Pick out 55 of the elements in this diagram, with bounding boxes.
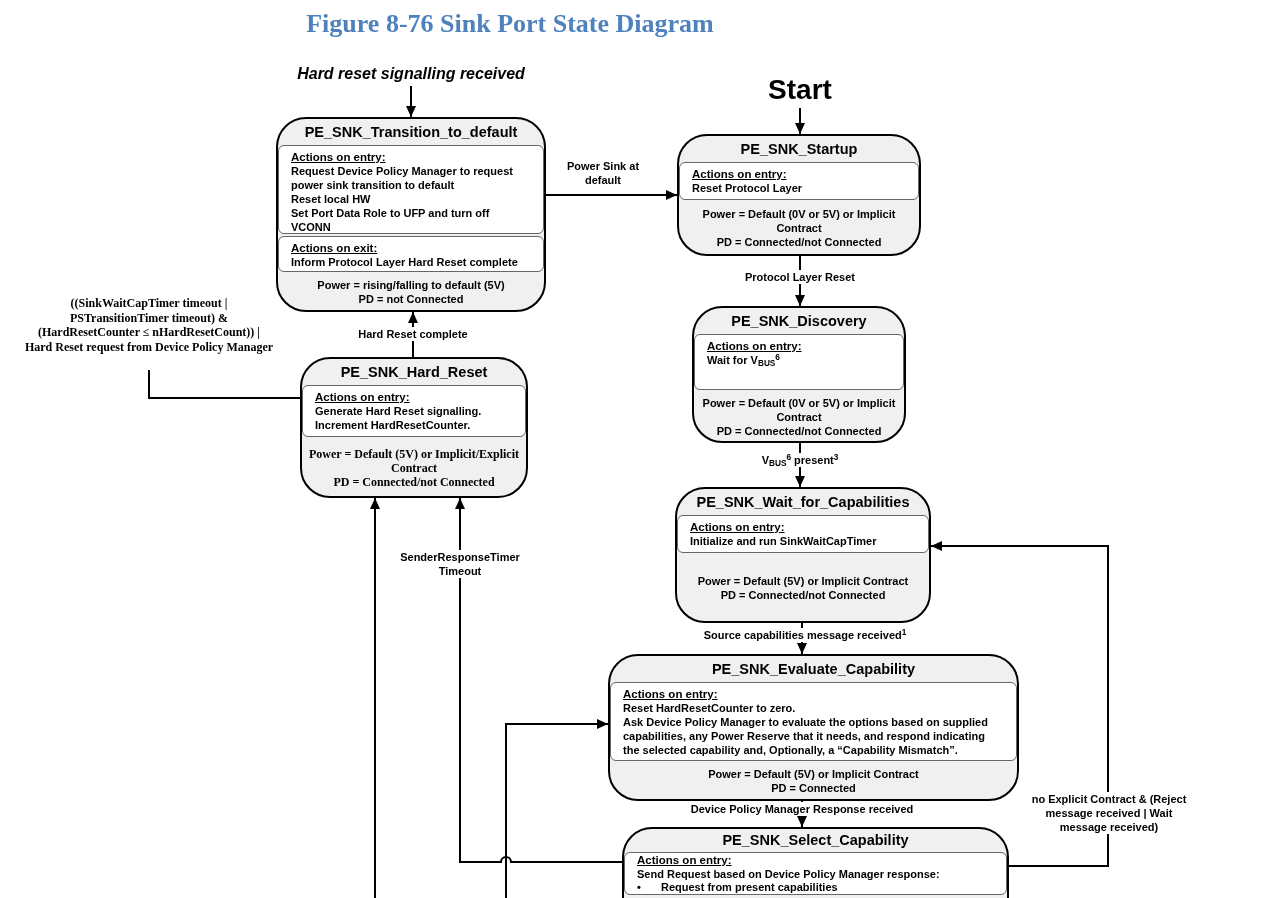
figure-title: Figure 8-76 Sink Port State Diagram	[305, 8, 715, 40]
section-heading: Actions on entry:	[707, 339, 803, 353]
transition-arrow	[930, 541, 1109, 867]
action-text: Ask Device Policy Manager to evaluate the options based on supplied capabilities, any Power Reserve that it needs, and respond indicating the selected capability and, Optionally, a “Capability Mismatch”.	[623, 715, 989, 757]
bullet-item: Request from present capabilities	[661, 881, 838, 894]
transition-arrow	[795, 107, 805, 135]
state-condition: PD = Connected/not Connected	[715, 424, 883, 438]
state-title: PE_SNK_Evaluate_Capability	[710, 660, 917, 679]
state-condition: PD = Connected/not Connected	[715, 235, 883, 249]
state-title: PE_SNK_Select_Capability	[721, 831, 910, 850]
state-condition: PD = Connected/not Connected	[719, 588, 887, 602]
transition-arrow	[455, 497, 623, 863]
state-condition: Power = Default (5V) or Implicit/Explicit Contract	[308, 446, 520, 475]
bullet-marker: •	[637, 881, 642, 894]
section-heading: Actions on entry:	[291, 150, 387, 164]
action-text: Request Device Policy Manager to request power sink transition to default	[291, 164, 514, 192]
state-title: PE_SNK_Startup	[739, 140, 859, 159]
section-heading: Actions on exit:	[291, 240, 379, 255]
state-box	[677, 134, 921, 256]
state-box	[675, 487, 931, 623]
action-text: Set Port Data Role to UFP and turn off VCONN	[291, 206, 491, 234]
state-box	[300, 357, 528, 498]
state-condition: Power = Default (0V or 5V) or Implicit Contract	[701, 396, 897, 424]
section-heading: Actions on entry:	[637, 853, 733, 867]
action-text: Reset Protocol Layer	[692, 181, 804, 195]
state-title: PE_SNK_Discovery	[730, 312, 868, 331]
action-text: Increment HardResetCounter.	[315, 418, 472, 432]
action-text: Inform Protocol Layer Hard Reset complete	[291, 254, 519, 269]
transition-arrow	[545, 190, 678, 200]
state-title: PE_SNK_Transition_to_default	[303, 123, 519, 142]
state-condition: PD = not Connected	[357, 292, 465, 306]
state-condition: Power = Default (0V or 5V) or Implicit Contract	[701, 207, 897, 235]
section-heading: Actions on entry:	[692, 167, 788, 181]
action-text: Initialize and run SinkWaitCapTimer	[690, 534, 878, 548]
action-text: Reset local HW	[291, 192, 372, 206]
section-heading: Actions on entry:	[315, 390, 411, 404]
section-heading: Actions on entry:	[690, 520, 786, 534]
state-title: PE_SNK_Hard_Reset	[339, 363, 489, 382]
state-box	[276, 117, 546, 312]
condition-text: ((SinkWaitCapTimer timeout | PSTransitionTimer timeout) & (HardResetCounter ≤ nHardResetCount)) | Hard Reset request from Device Policy Manager	[24, 296, 274, 354]
state-box	[692, 306, 906, 443]
section-heading: Actions on entry:	[623, 687, 719, 701]
state-condition: PD = Connected	[770, 781, 857, 795]
state-condition: Power = rising/falling to default (5V)	[316, 278, 506, 292]
state-condition: PD = Connected/not Connected	[332, 474, 496, 489]
transition-arrow	[370, 497, 380, 898]
state-title: PE_SNK_Wait_for_Capabilities	[695, 493, 911, 512]
action-text: Send Request based on Device Policy Manager response:	[637, 867, 941, 881]
action-text: Reset HardResetCounter to zero.	[623, 701, 797, 715]
action-text: Generate Hard Reset signalling.	[315, 404, 483, 418]
transition-arrow	[406, 85, 416, 118]
state-box	[608, 654, 1019, 801]
state-condition: Power = Default (5V) or Implicit Contract	[707, 767, 920, 781]
transition-arrow	[505, 719, 609, 898]
state-condition: Power = Default (5V) or Implicit Contract	[696, 574, 910, 588]
